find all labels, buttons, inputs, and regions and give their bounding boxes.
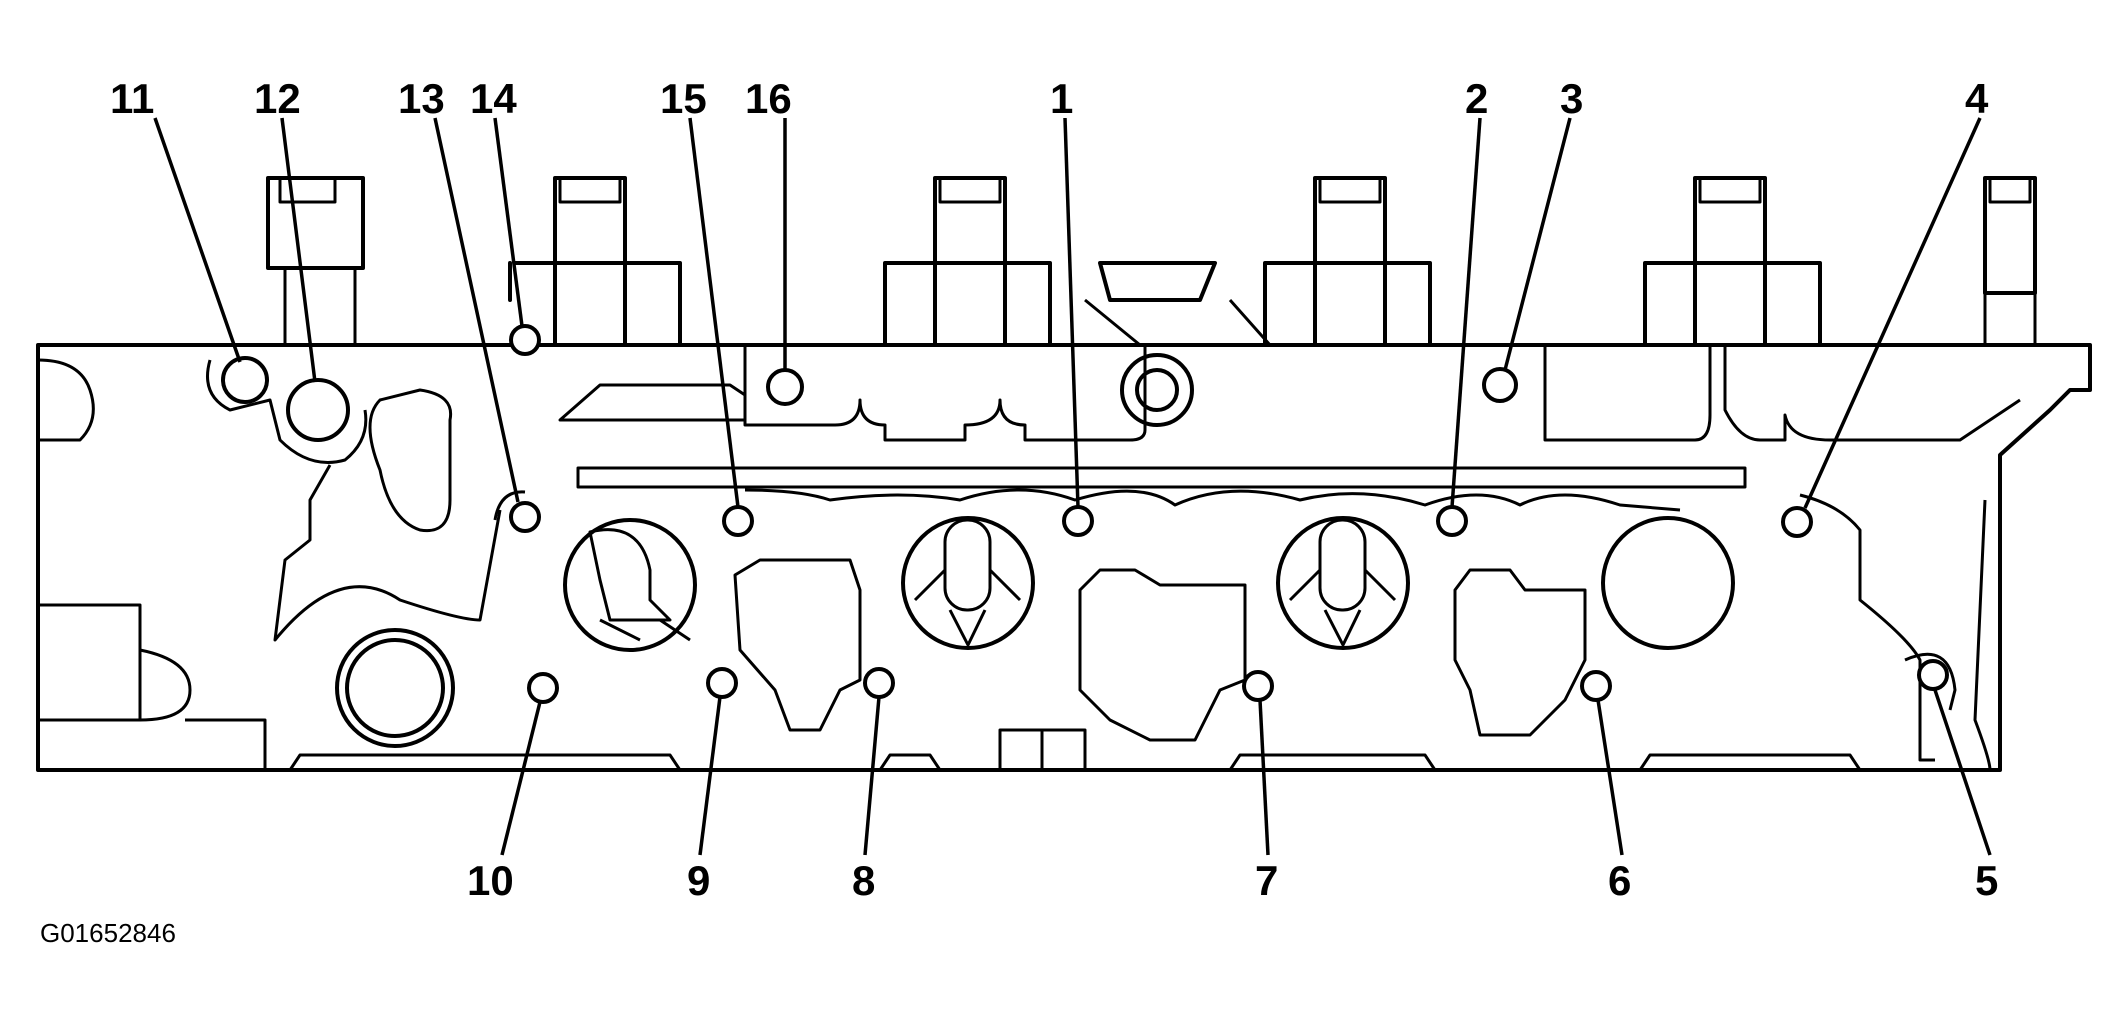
bolt-hole-3: [1482, 367, 1518, 403]
figure-id: G01652846: [40, 918, 176, 948]
cam-journal-boss: [1120, 353, 1194, 427]
bolt-hole-6: [1580, 670, 1612, 702]
bolt-hole-11: [221, 356, 269, 404]
bolt-hole-1: [1062, 505, 1094, 537]
callout-label-2: 2: [1465, 75, 1488, 122]
bolt-hole-9: [706, 667, 738, 699]
callout-label-6: 6: [1608, 857, 1631, 904]
callout-label-14: 14: [470, 75, 517, 122]
callout-label-3: 3: [1560, 75, 1583, 122]
head-bolt-holes: [206, 324, 1957, 711]
callout-label-8: 8: [852, 857, 875, 904]
spark-plug-bore: [335, 628, 455, 748]
callout-label-16: 16: [745, 75, 792, 122]
callout-label-13: 13: [398, 75, 445, 122]
combustion-ports: [563, 516, 1735, 742]
callout-label-12: 12: [254, 75, 301, 122]
bolt-hole-13: [509, 501, 541, 533]
callout-label-10: 10: [467, 857, 514, 904]
callout-label-7: 7: [1255, 857, 1278, 904]
callout-leaders: [153, 117, 1992, 856]
callout-labels: 1 2 3 4 5 6 7 8 9 10 11 12 13 14 15 16: [110, 75, 1998, 904]
bolt-hole-10: [527, 672, 559, 704]
bolt-hole-4: [1781, 506, 1813, 538]
bolt-hole-14: [509, 324, 541, 356]
bolt-hole-2: [1436, 505, 1468, 537]
callout-label-5: 5: [1975, 857, 1998, 904]
bolt-hole-16: [766, 368, 804, 406]
bolt-hole-8: [863, 667, 895, 699]
cylinder-head-body: [36, 343, 2092, 772]
bolt-hole-15: [722, 505, 754, 537]
camshaft-bearing-caps: [266, 176, 2037, 347]
callout-label-4: 4: [1965, 75, 1989, 122]
callout-label-11: 11: [110, 75, 154, 122]
bolt-hole-12: [286, 378, 350, 442]
callout-label-9: 9: [687, 857, 710, 904]
bolt-hole-5: [1917, 659, 1949, 691]
callout-label-15: 15: [660, 75, 707, 122]
bolt-hole-7: [1242, 670, 1274, 702]
callout-label-1: 1: [1050, 75, 1073, 122]
